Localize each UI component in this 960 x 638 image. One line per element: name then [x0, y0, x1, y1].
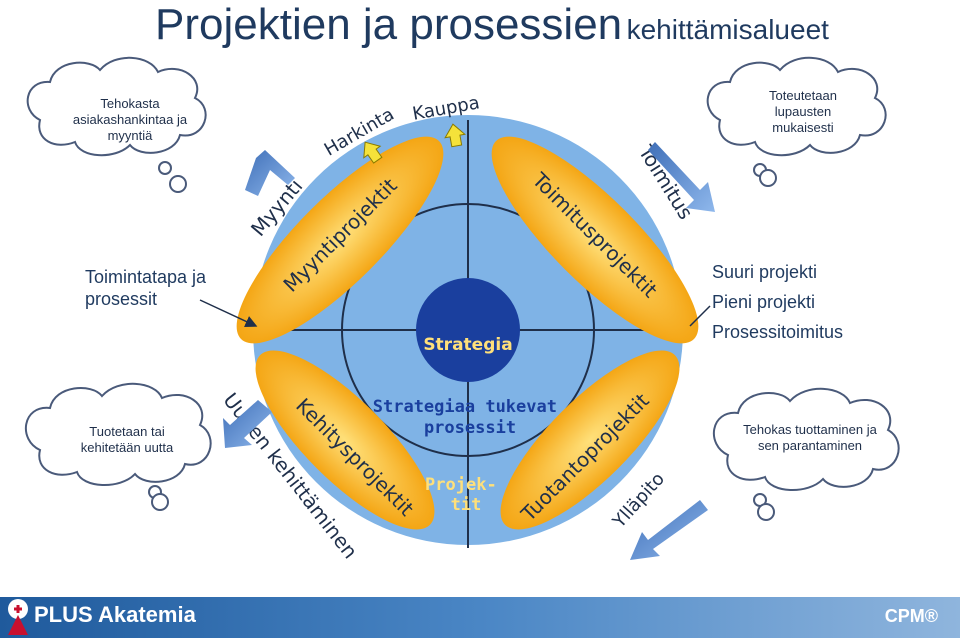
arrow-yllapito-icon	[630, 500, 708, 560]
page-title: Projektien ja prosessien kehittämisaluee…	[155, 0, 829, 50]
pointer-right	[689, 305, 711, 327]
center-projects: Projek- tit	[425, 475, 507, 515]
right-list-item: Pieni projekti	[712, 292, 816, 312]
right-list-item: Suuri projekti	[712, 262, 818, 282]
harkinta-arrow-icon	[363, 141, 383, 164]
cloud-top-left	[26, 56, 207, 193]
cloud-bottom-right	[712, 387, 900, 521]
side-label: Toimintatapa ja prosessit	[85, 267, 207, 309]
title-main: Projektien ja prosessien	[155, 0, 623, 49]
ellipse-tuotantoprojektit	[500, 350, 680, 530]
cloud-top-right	[706, 56, 887, 187]
cloud-text-top-left: Tehokasta asiakashankintaa ja myyntiä	[72, 96, 188, 143]
arrow-uuden-icon	[223, 400, 272, 448]
footer-bar: PLUS Akatemia CPM®	[0, 597, 960, 638]
footer-brand: PLUS Akatemia	[34, 602, 196, 627]
arrow-myynti-icon	[245, 150, 295, 196]
cloud-text-bottom-left: Tuotetaan tai kehitetään uutta	[80, 424, 174, 455]
strategy-center	[416, 278, 520, 382]
arrow-toimitus-icon	[648, 142, 715, 212]
center-support-line2: prosessit	[424, 418, 516, 438]
center-projects-line2: tit	[451, 495, 482, 515]
right-list: Suuri projekti Pieni projekti Prosessito…	[712, 257, 843, 347]
right-list-item: Prosessitoimitus	[712, 322, 844, 342]
cloud-text-top-right: Toteutetaan lupausten mukaisesti	[769, 88, 837, 135]
center-projects-line1: Projek-	[425, 475, 497, 495]
center-support: Strategiaa tukevat prosessit	[373, 397, 567, 438]
process-diagram: Myyntiprojektit Toimitusprojektit Kehity…	[24, 56, 900, 563]
kauppa-arrow-icon	[444, 123, 466, 148]
footer-cpm: CPM®	[884, 606, 938, 626]
center-support-line1: Strategiaa tukevat	[373, 397, 557, 417]
plus-logo-icon	[8, 599, 28, 635]
cloud-text-bottom-right: Tehokas tuottaminen ja sen parantaminen	[743, 422, 877, 453]
pointer-left	[199, 299, 258, 328]
ellipse-myyntiprojektit	[236, 136, 444, 344]
center-strategy: Strategia	[423, 335, 512, 355]
cloud-bottom-left	[24, 382, 212, 511]
ellipse-toimitusprojektit	[491, 136, 699, 344]
ellipse-kehitysprojektit	[255, 350, 435, 530]
title-sub: kehittämisalueet	[626, 14, 829, 45]
